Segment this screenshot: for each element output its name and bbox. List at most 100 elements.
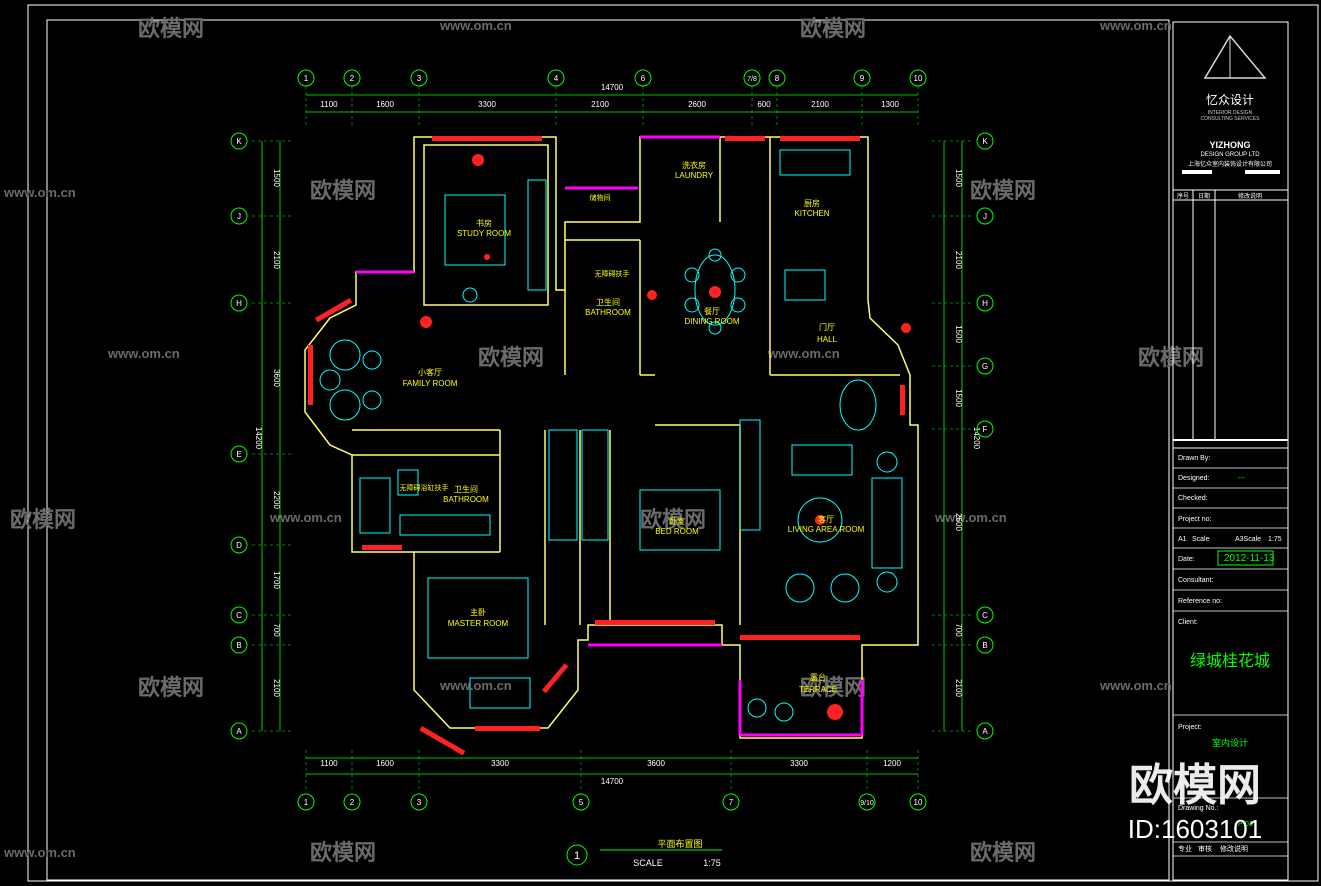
field-a1: A1 (1178, 536, 1187, 543)
title-block: 忆众设计 INTERIOR DESIGN CONSULTING SERVICES… (1172, 21, 1289, 881)
bottom-dim: 1600 (376, 759, 394, 768)
outer-wall (304, 136, 919, 739)
top-dim: 600 (757, 100, 771, 109)
room-label-cn: 卫生间 (454, 484, 478, 494)
watermark-url: www.om.cn (3, 845, 76, 860)
left-dim: 2100 (272, 679, 281, 697)
footer-cell: 修改说明 (1220, 844, 1248, 853)
axis-label: 3 (417, 74, 422, 83)
axis-label: 3 (417, 798, 422, 807)
room-label-en: KITCHEN (794, 209, 829, 218)
watermark-text: 欧模网 (138, 16, 204, 41)
right-dim: 2100 (954, 251, 963, 269)
axis-label: A (236, 727, 242, 736)
axis-label: 8 (775, 74, 780, 83)
room-label-en: BATHROOM (443, 495, 489, 504)
sofa-main (871, 477, 903, 569)
scale-label: SCALE (633, 858, 663, 868)
watermark-text: 欧模网 (1138, 345, 1204, 370)
room-label-cn: 厨房 (804, 198, 820, 208)
big-watermark: 欧模网 ID:1603101 (1128, 761, 1262, 844)
watermark-text: 欧模网 (800, 16, 866, 41)
right-total: 14200 (972, 427, 981, 450)
sheet-bubble (566, 844, 588, 866)
room-label-cn: 卧室 (669, 516, 685, 526)
left-dim: 700 (272, 623, 281, 637)
right-dim: 700 (954, 623, 963, 637)
watermark-url-layer: www.om.cn www.om.cn www.om.cn www.om.cn … (3, 18, 1172, 860)
company-name-en2: DESIGN GROUP LTD (1200, 152, 1260, 158)
right-dim: 1500 (954, 389, 963, 407)
partitions (356, 135, 864, 737)
axis-label: F (983, 425, 988, 434)
room-label-en: BATHROOM (585, 308, 631, 317)
axis-label: 5 (579, 798, 584, 807)
field-drawing-no: Drawing No.: (1178, 805, 1219, 812)
room-label-en: LIVING AREA ROOM (788, 525, 865, 534)
study-desk (444, 194, 506, 266)
left-total: 14200 (254, 427, 263, 450)
watermark-text: 欧模网 (800, 675, 866, 700)
watermark-text: 欧模网 (478, 345, 544, 370)
axis-label: 1 (304, 798, 309, 807)
axis-label: G (982, 362, 988, 371)
axis-bubbles (230, 69, 994, 811)
watermark-layer: 欧模网 欧模网 欧模网 欧模网 欧模网 欧模网 欧模网 欧模网 欧模网 欧模网 … (10, 16, 1204, 865)
watermark-text: 欧模网 (138, 675, 204, 700)
axis-label: 9 (860, 74, 865, 83)
top-dim: 3300 (478, 100, 496, 109)
rev-header: 修改说明 (1238, 192, 1262, 200)
field-scale: Scale (1192, 536, 1210, 543)
bottom-dim: 3300 (491, 759, 509, 768)
field-drawing-no-value: P-03 (1238, 821, 1253, 828)
axis-label: 1 (304, 74, 309, 83)
bottom-dim: 1200 (883, 759, 901, 768)
dimension-labels: 14700 1100 1600 3300 2100 2600 600 2100 … (320, 83, 901, 786)
company-sub2: CONSULTING SERVICES (1201, 116, 1261, 122)
watermark-url: www.om.cn (439, 18, 512, 33)
watermark-url: www.om.cn (439, 678, 512, 693)
top-dim: 2100 (811, 100, 829, 109)
room-label-en: DINING ROOM (684, 317, 739, 326)
field-client: Client: (1178, 619, 1198, 626)
room-label-en: LAUNDRY (675, 171, 714, 180)
drawing-title-cn: 平面布置图 (657, 838, 702, 849)
axis-label: A (982, 727, 988, 736)
axis-label: K (236, 137, 242, 146)
company-sub1: INTERIOR DESIGN (1208, 110, 1253, 116)
top-total: 14700 (601, 83, 624, 92)
bottom-total: 14700 (601, 777, 624, 786)
room-labels: 书房 STUDY ROOM 洗衣房 LAUNDRY 厨房 KITCHEN 卫生间… (400, 160, 865, 694)
bed-single (639, 489, 721, 551)
field-drawn-by: Drawn By: (1178, 455, 1210, 462)
coffee-table (797, 497, 843, 543)
axis-label: B (236, 641, 241, 650)
watermark-url: www.om.cn (1099, 678, 1172, 693)
outer-frame (27, 4, 1319, 882)
furniture (319, 149, 903, 722)
side-dimension-labels: 1500 2100 3600 14200 2200 1700 700 2100 … (254, 169, 981, 697)
dimension-lines (261, 94, 963, 775)
company-name-cn: 忆众设计 (1206, 93, 1254, 107)
field-project-value: 室内设计 (1212, 737, 1248, 748)
field-designed: Designed: (1178, 475, 1210, 482)
left-dim: 2200 (272, 491, 281, 509)
field-consultant: Consultant: (1178, 577, 1213, 584)
axis-label: 9/10 (860, 800, 874, 807)
watermark-url: www.om.cn (1099, 18, 1172, 33)
big-watermark-brand: 欧模网 (1129, 761, 1261, 810)
axis-label: 7 (729, 798, 734, 807)
axis-label: K (982, 137, 988, 146)
rev-header: 日期 (1198, 192, 1210, 200)
study-shelf (527, 179, 547, 291)
kitchen-counter (779, 149, 851, 176)
watermark-text: 欧模网 (970, 840, 1036, 865)
footer-cell: 专业 (1178, 844, 1192, 853)
note-label: 无障碍扶手 (595, 269, 630, 278)
top-dim: 1100 (320, 100, 338, 109)
company-name-en: YIZHONG (1209, 140, 1250, 150)
field-checked: Checked: (1178, 495, 1208, 502)
axis-label: 6 (641, 74, 646, 83)
bottom-dim: 3600 (647, 759, 665, 768)
